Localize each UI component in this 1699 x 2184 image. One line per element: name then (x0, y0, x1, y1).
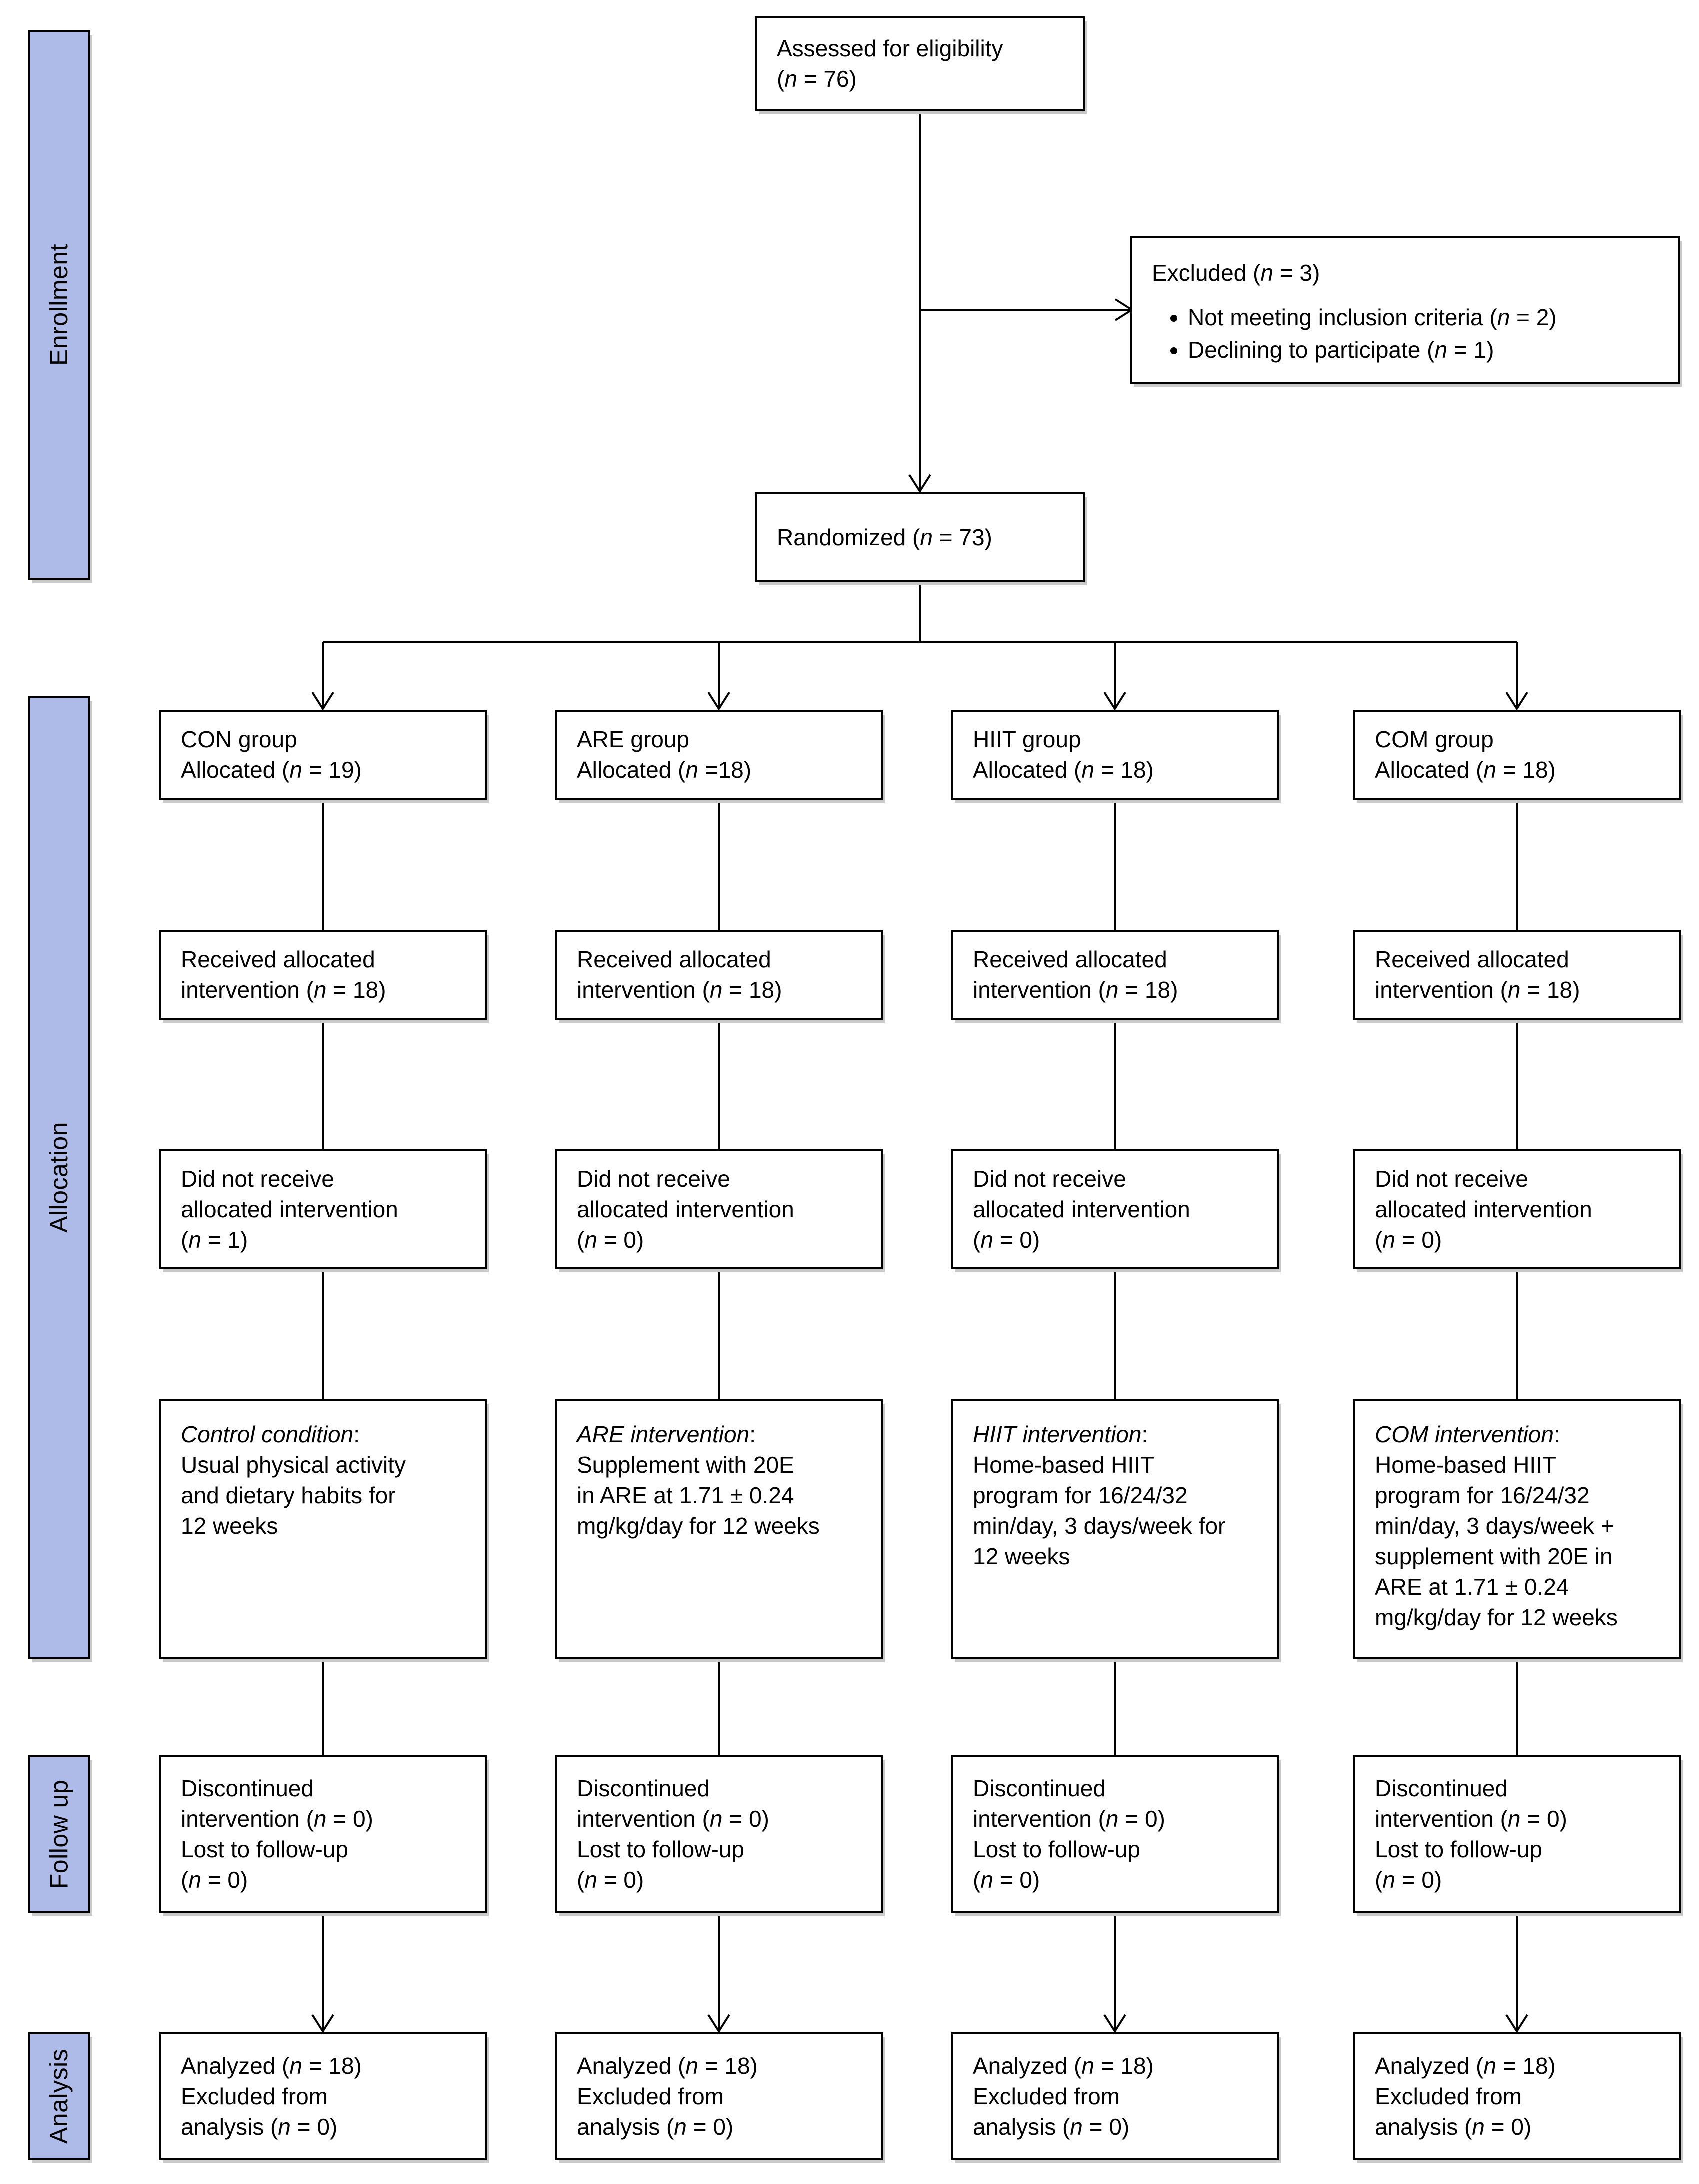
arrowhead-into-com (1505, 691, 1528, 711)
stage-label-analysis: Analysis (45, 2048, 73, 2144)
stage-label-allocation: Allocation (45, 1122, 73, 1233)
box-excluded: Excluded (n = 3) Not meeting inclusion c… (1130, 236, 1680, 384)
are-intervention-lead: ARE intervention (577, 1421, 750, 1447)
stage-label-followup: Follow up (45, 1779, 73, 1889)
excluded-title: Excluded (n = 3) (1152, 260, 1320, 286)
arrowhead-com-analysis (1505, 2014, 1528, 2033)
arrowhead-into-hiit (1103, 691, 1126, 711)
excluded-item: Declining to participate (n = 1) (1188, 335, 1663, 365)
stage-band-allocation: Allocation (28, 696, 90, 1659)
excluded-item: Not meeting inclusion criteria (n = 2) (1188, 302, 1663, 333)
excluded-list: Not meeting inclusion criteria (n = 2) D… (1152, 302, 1663, 365)
box-randomized: Randomized (n = 73) (755, 492, 1085, 582)
arrowhead-into-are (707, 691, 730, 711)
arrowhead-hiit-analysis (1103, 2014, 1126, 2033)
box-con-intervention: Control condition:Usual physical activit… (159, 1399, 487, 1659)
arrowhead-con-analysis (311, 2014, 334, 2033)
stage-band-enrollment: Enrollment (28, 30, 90, 580)
con-intervention-lead: Control condition (181, 1421, 354, 1447)
arrowhead-into-con (311, 691, 334, 711)
arrowhead-are-analysis (707, 2014, 730, 2033)
randomized-text: Randomized (n = 73) (777, 524, 992, 550)
hiit-intervention-lead: HIIT intervention (973, 1421, 1142, 1447)
arrowhead-into-randomized (908, 474, 931, 493)
stage-label-enrollment: Enrollment (45, 244, 73, 366)
stage-band-followup: Follow up (28, 1755, 90, 1913)
stage-band-analysis: Analysis (28, 2032, 90, 2160)
com-intervention-lead: COM intervention (1375, 1421, 1554, 1447)
con-intervention-text: Control condition:Usual physical activit… (181, 1419, 470, 1541)
assessed-text: Assessed for eligibility(n = 76) (777, 35, 1003, 92)
box-assessed-eligibility: Assessed for eligibility(n = 76) (755, 16, 1085, 111)
